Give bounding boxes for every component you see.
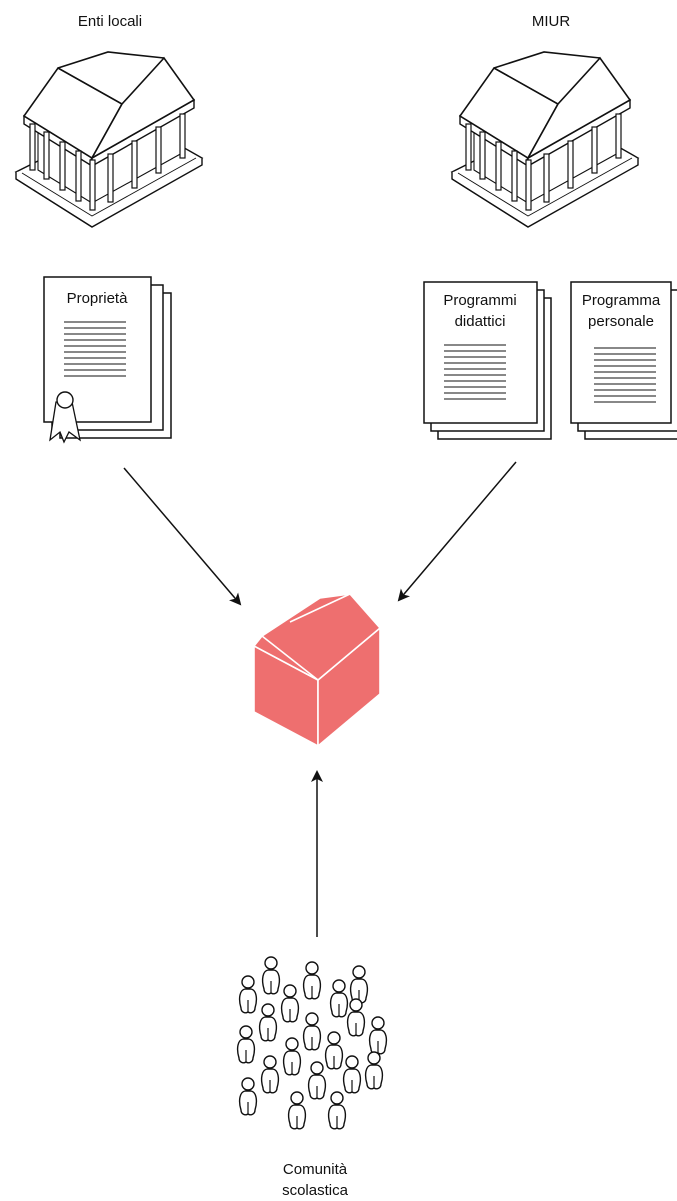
staff-program-label-line2: personale xyxy=(588,313,654,330)
top-label-right: MIUR xyxy=(531,13,571,30)
community-label-line2: scolastica xyxy=(282,1182,348,1199)
arrow-left-to-school xyxy=(123,467,242,606)
teaching-programs-label-line2: didattici xyxy=(454,313,506,330)
teaching-programs-document-icon xyxy=(423,281,552,440)
top-label-left: Enti locali xyxy=(77,13,143,30)
community-label-line1: Comunità xyxy=(282,1161,348,1178)
teaching-programs-label-line1: Programmi xyxy=(443,292,517,309)
staff-program-label-line1: Programma xyxy=(581,292,661,309)
arrow-right-to-school xyxy=(397,461,517,602)
school-house-icon xyxy=(252,593,382,748)
seal-icon xyxy=(49,391,81,444)
left-building-icon xyxy=(15,51,203,228)
right-building-icon xyxy=(451,51,639,228)
staff-program-document-icon xyxy=(570,281,677,440)
community-people-icon xyxy=(236,956,388,1130)
property-document-icon xyxy=(43,276,172,444)
property-document-label: Proprietà xyxy=(66,290,128,307)
